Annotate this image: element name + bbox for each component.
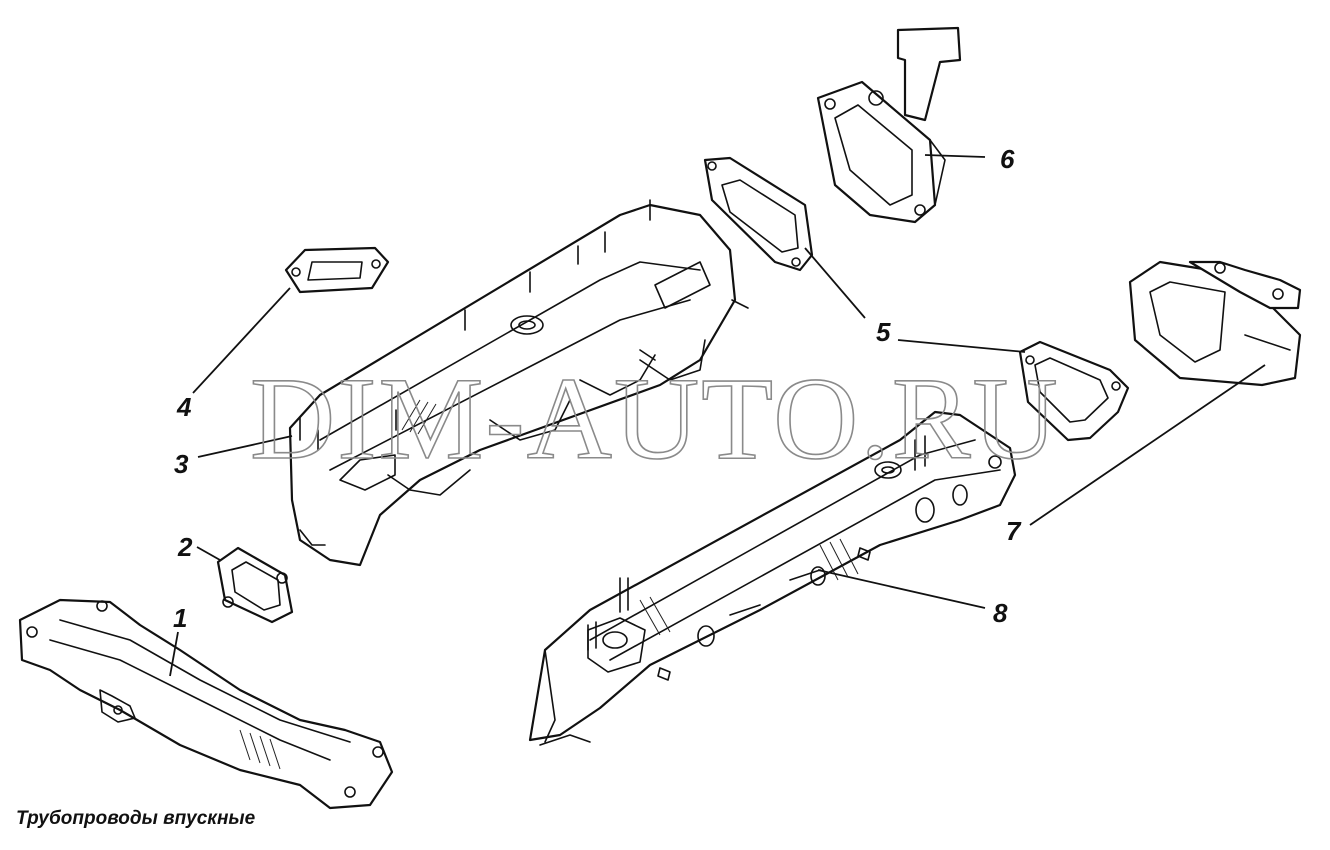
callout-1: 1 [173, 603, 187, 633]
part-5-gasket-upper [703, 156, 814, 272]
part-2-gasket [216, 546, 294, 624]
callout-8: 8 [993, 598, 1008, 628]
leader-6 [924, 154, 986, 158]
part-4-flange-gasket [284, 246, 390, 294]
part-6-elbow-pipe [816, 26, 962, 224]
leader-5a [804, 247, 866, 319]
figure-caption: Трубопроводы впускные [16, 808, 256, 829]
leader-3 [197, 435, 293, 458]
callout-6: 6 [1000, 144, 1015, 174]
part-3-intake-manifold [288, 199, 749, 567]
callout-4: 4 [176, 392, 192, 422]
callout-2: 2 [177, 532, 193, 562]
callout-5: 5 [876, 317, 891, 347]
callout-7: 7 [1006, 516, 1022, 546]
part-5-gasket-lower [1018, 340, 1130, 442]
part-1-connecting-pipe [18, 598, 394, 810]
leader-4 [192, 287, 291, 394]
part-8-intake-manifold [528, 410, 1017, 746]
leader-2 [196, 546, 221, 561]
leader-7 [1029, 364, 1266, 526]
callout-3: 3 [174, 449, 189, 479]
leader-1 [169, 631, 179, 677]
leader-lines [169, 154, 1266, 677]
part-7-elbow-pipe [1128, 260, 1302, 387]
watermark: DIM-AUTO.RU [250, 353, 1060, 484]
leader-5b [897, 339, 1026, 353]
leader-8 [817, 569, 986, 609]
